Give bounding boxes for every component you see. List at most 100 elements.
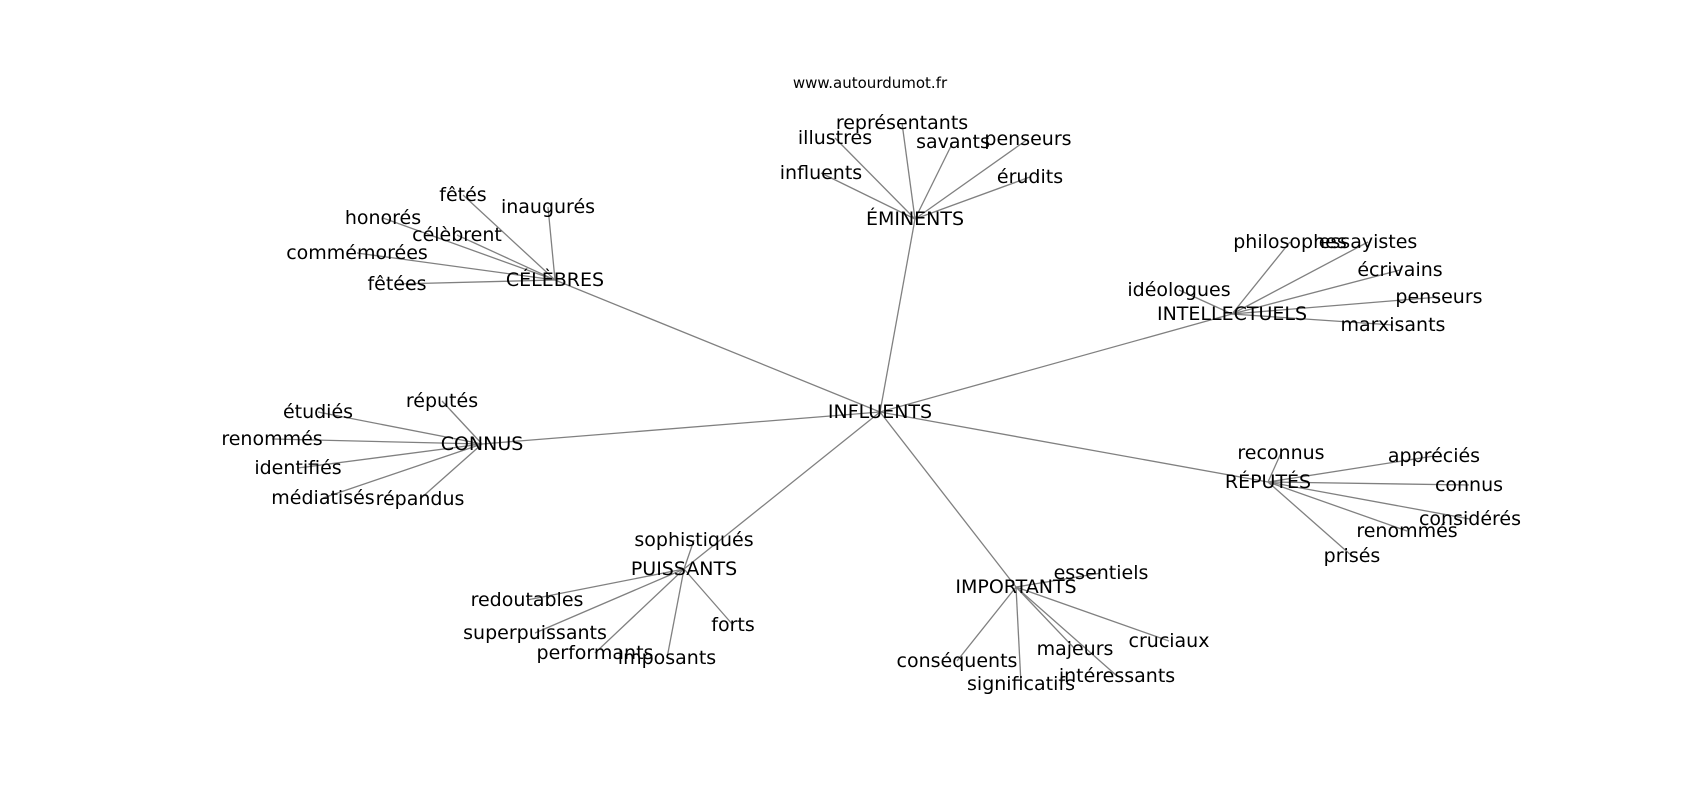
word-node-label: conséquents xyxy=(897,650,1018,672)
word-node-label: sophistiqués xyxy=(634,529,753,551)
hub-node-label: PUISSANTS xyxy=(631,558,737,580)
hub-node-label: CONNUS xyxy=(441,433,524,455)
word-node-label: idéologues xyxy=(1127,279,1230,301)
edge-hub-to-word xyxy=(820,172,916,220)
edge-hub-to-word xyxy=(456,234,556,281)
word-node-label: forts xyxy=(711,614,754,636)
edge-root-to-hub xyxy=(879,218,916,413)
edge-hub-to-word xyxy=(1267,452,1282,483)
root-node-label: INFLUENTS xyxy=(828,401,932,423)
word-node-label: appréciés xyxy=(1388,445,1480,467)
edge-hub-to-word xyxy=(1231,313,1394,326)
edge-root-to-hub xyxy=(879,313,1233,413)
edge-hub-to-word xyxy=(462,194,556,281)
hub-node-label: INTELLECTUELS xyxy=(1157,303,1307,325)
edge-hub-to-word xyxy=(1015,586,1022,685)
edge-hub-to-word xyxy=(1267,481,1470,486)
edge-hub-to-word xyxy=(1231,241,1291,315)
edge-root-to-hub xyxy=(879,411,1017,588)
word-node-label: célèbrent xyxy=(412,224,502,246)
word-node-label: penseurs xyxy=(1395,286,1482,308)
edge-hub-to-word xyxy=(683,539,695,570)
edge-hub-to-word xyxy=(1267,481,1471,520)
edge-hub-to-word xyxy=(1015,586,1170,642)
word-node-label: essentiels xyxy=(1054,562,1149,584)
word-node-label: superpuissants xyxy=(463,622,607,644)
edge-hub-to-word xyxy=(526,568,685,601)
word-node-label: imposants xyxy=(618,647,716,669)
edge-hub-to-word xyxy=(683,568,734,626)
edge-hub-to-word xyxy=(1267,455,1435,483)
watermark: www.autourdumot.fr xyxy=(793,74,948,92)
word-node-label: médiatisés xyxy=(271,487,374,509)
edge-hub-to-word xyxy=(382,217,556,281)
word-node-label: penseurs xyxy=(984,128,1071,150)
edge-hub-to-word xyxy=(1231,296,1440,315)
edge-hub-to-word xyxy=(1231,241,1369,315)
edge-hub-to-word xyxy=(317,411,483,445)
edge-hub-to-word xyxy=(396,279,556,285)
edge-hub-to-word xyxy=(901,122,916,220)
word-node-label: réputés xyxy=(406,390,478,412)
word-node-label: significatifs xyxy=(967,673,1075,695)
edge-root-to-hub xyxy=(481,411,881,445)
edge-hub-to-word xyxy=(356,252,556,281)
edge-hub-to-word xyxy=(1178,289,1233,315)
hub-node-label: IMPORTANTS xyxy=(955,576,1076,598)
word-node-label: écrivains xyxy=(1357,259,1442,281)
word-node-label: performants xyxy=(537,642,654,664)
edge-root-to-hub xyxy=(554,279,881,413)
edge-hub-to-word xyxy=(1231,269,1401,315)
edge-root-to-hub xyxy=(683,411,881,570)
word-node-label: cruciaux xyxy=(1129,630,1210,652)
word-node-label: identifiés xyxy=(254,457,341,479)
word-node-label: prisés xyxy=(1324,545,1381,567)
word-node-label: fêtées xyxy=(367,273,426,295)
word-node-label: considérés xyxy=(1419,508,1521,530)
edge-hub-to-word xyxy=(441,400,483,445)
graph-labels: www.autourdumot.fr INFLUENTS ÉMINENTS repr… xyxy=(221,74,1521,695)
edge-hub-to-word xyxy=(1267,481,1353,557)
hub-node-label: RÉPUTÉS xyxy=(1225,470,1311,493)
word-node-label: honorés xyxy=(345,207,421,229)
edge-hub-to-word xyxy=(547,206,556,281)
word-node-label: reconnus xyxy=(1237,442,1324,464)
word-node-label: philosophes xyxy=(1233,231,1347,253)
word-node-label: illustres xyxy=(798,127,872,149)
word-node-label: représentants xyxy=(836,112,968,134)
word-node-label: renommés xyxy=(1356,520,1457,542)
edge-hub-to-word xyxy=(1015,586,1118,677)
edge-hub-to-word xyxy=(1267,481,1408,532)
word-node-label: savants xyxy=(916,131,990,153)
word-node-label: étudiés xyxy=(283,401,353,423)
word-node-label: essayistes xyxy=(1319,231,1418,253)
edge-hub-to-word xyxy=(914,138,1029,220)
word-node-label: érudits xyxy=(997,166,1063,188)
edge-hub-to-word xyxy=(534,568,685,634)
word-node-label: marxisants xyxy=(1341,314,1446,336)
word-node-label: inaugurés xyxy=(501,196,595,218)
hub-node-label: CÉLÈBRES xyxy=(506,268,604,291)
hub-node-label: ÉMINENTS xyxy=(866,207,964,230)
edge-hub-to-word xyxy=(914,141,954,220)
word-node-label: renommés xyxy=(221,428,322,450)
word-node-label: connus xyxy=(1435,474,1503,496)
edge-hub-to-word xyxy=(594,568,685,654)
word-node-label: commémorées xyxy=(286,242,428,264)
edge-hub-to-word xyxy=(322,443,483,499)
edge-hub-to-word xyxy=(914,176,1031,220)
edge-hub-to-word xyxy=(666,568,685,659)
word-node-label: majeurs xyxy=(1037,638,1114,660)
word-node-label: influents xyxy=(780,162,862,184)
edge-hub-to-word xyxy=(1015,586,1076,650)
word-node-label: intéressants xyxy=(1059,665,1175,687)
edge-hub-to-word xyxy=(297,443,483,469)
edge-hub-to-word xyxy=(956,586,1017,662)
graph-edges xyxy=(271,122,1471,685)
word-node-label: fêtés xyxy=(439,184,486,206)
edge-root-to-hub xyxy=(879,411,1269,483)
word-node-label: répandus xyxy=(376,488,465,510)
edge-hub-to-word xyxy=(419,443,483,500)
edge-hub-to-word xyxy=(271,438,483,445)
